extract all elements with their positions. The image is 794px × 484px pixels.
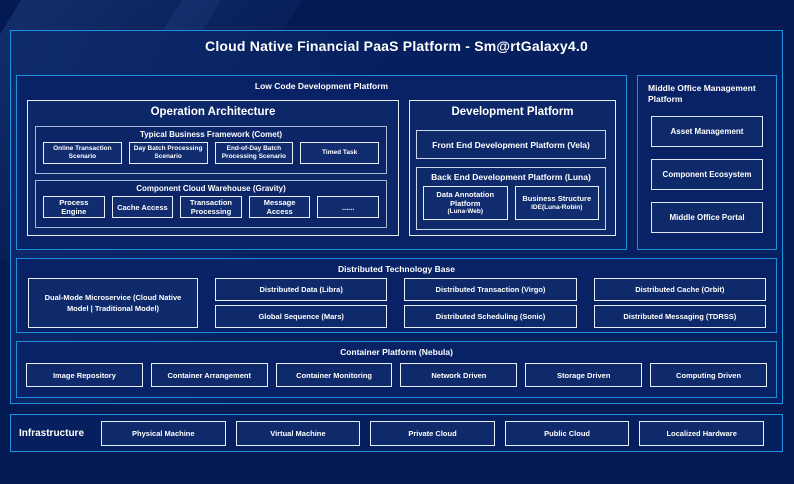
front-end-development-platform-box: Front End Development Platform (Vela) xyxy=(416,130,606,159)
page-title: Cloud Native Financial PaaS Platform - S… xyxy=(205,38,588,54)
data-annotation-platform-sublabel: (Luna-Web) xyxy=(447,208,484,216)
low-code-development-platform-panel: Low Code Development Platform Operation … xyxy=(16,75,627,250)
business-structure-ide-label: Business Structure xyxy=(522,194,592,204)
middle-office-items-list: Asset Management Component Ecosystem Mid… xyxy=(638,106,776,233)
container-monitoring-box: Container Monitoring xyxy=(275,363,393,387)
process-engine-box: Process Engine xyxy=(43,196,105,218)
physical-machine-box: Physical Machine xyxy=(101,420,226,446)
distributed-cache-box: Distributed Cache (Orbit) xyxy=(593,278,766,301)
container-platform-panel: Container Platform (Nebula) Image Reposi… xyxy=(16,341,777,398)
distributed-technology-base-panel: Distributed Technology Base Dual-Mode Mi… xyxy=(16,258,777,333)
back-end-development-platform-label: Back End Development Platform (Luna) xyxy=(431,172,591,182)
business-structure-ide-box: Business Structure IDE(Luna-Robin) xyxy=(514,186,599,220)
global-sequence-box: Global Sequence (Mars) xyxy=(215,305,388,328)
distributed-items-grid: Dual-Mode Microservice (Cloud Native Mod… xyxy=(28,278,766,328)
transaction-processing-box: Transaction Processing xyxy=(180,196,242,218)
container-items-row: Image Repository Container Arrangement C… xyxy=(17,363,776,387)
operation-architecture-box: Operation Architecture Typical Business … xyxy=(27,100,399,236)
network-driven-box: Network Driven xyxy=(400,363,518,387)
business-structure-ide-sublabel: IDE(Luna-Robin) xyxy=(531,203,583,211)
distributed-technology-base-label: Distributed Technology Base xyxy=(338,264,455,274)
typical-business-items-row: Online Transaction Scenario Day Batch Pr… xyxy=(36,142,386,164)
private-cloud-box: Private Cloud xyxy=(370,420,495,446)
message-access-box: Message Access xyxy=(248,196,311,218)
container-platform-label: Container Platform (Nebula) xyxy=(340,347,453,357)
middle-office-platform-label: Middle Office Management Platform xyxy=(648,83,756,105)
component-ecosystem-box: Component Ecosystem xyxy=(651,158,763,190)
data-annotation-platform-box: Data Annotation Platform (Luna-Web) xyxy=(423,186,508,220)
infrastructure-items-row: Physical Machine Virtual Machine Private… xyxy=(101,420,764,446)
back-end-items-row: Data Annotation Platform (Luna-Web) Busi… xyxy=(417,186,605,220)
distributed-scheduling-box: Distributed Scheduling (Sonic) xyxy=(404,305,577,328)
localized-hardware-box: Localized Hardware xyxy=(639,420,764,446)
distributed-transaction-box: Distributed Transaction (Virgo) xyxy=(404,278,577,301)
low-code-platform-label: Low Code Development Platform xyxy=(254,81,389,91)
operation-architecture-title: Operation Architecture xyxy=(150,106,276,118)
cache-access-box: Cache Access xyxy=(111,196,174,218)
back-end-development-platform-box: Back End Development Platform (Luna) Dat… xyxy=(416,167,606,230)
typical-business-framework-box: Typical Business Framework (Comet) Onlin… xyxy=(35,126,387,174)
distributed-data-box: Distributed Data (Libra) xyxy=(215,278,388,301)
timed-task-box: Timed Task xyxy=(300,142,379,164)
public-cloud-box: Public Cloud xyxy=(504,420,630,446)
typical-business-framework-label: Typical Business Framework (Comet) xyxy=(139,130,283,139)
asset-management-box: Asset Management xyxy=(651,115,763,147)
data-annotation-platform-label: Data Annotation Platform xyxy=(436,189,495,208)
distributed-messaging-box: Distributed Messaging (TDRSS) xyxy=(593,305,766,328)
online-transaction-scenario-box: Online Transaction Scenario xyxy=(43,142,122,164)
image-repository-box: Image Repository xyxy=(26,363,143,387)
development-platform-title: Development Platform xyxy=(451,106,574,118)
component-cloud-warehouse-label: Component Cloud Warehouse (Gravity) xyxy=(136,184,286,193)
virtual-machine-box: Virtual Machine xyxy=(235,420,361,446)
warehouse-items-row: Process Engine Cache Access Transaction … xyxy=(36,196,386,218)
computing-driven-box: Computing Driven xyxy=(650,363,767,387)
dual-mode-microservice-box: Dual-Mode Microservice (Cloud Native Mod… xyxy=(28,278,198,328)
development-platform-box: Development Platform Front End Developme… xyxy=(409,100,616,236)
day-batch-processing-scenario-box: Day Batch Processing Scenario xyxy=(128,142,208,164)
ellipsis-box: ...... xyxy=(317,196,379,218)
infrastructure-label: Infrastructure xyxy=(19,427,85,439)
end-of-day-batch-processing-scenario-box: End-of-Day Batch Processing Scenario xyxy=(214,142,294,164)
main-diagram-panel: Cloud Native Financial PaaS Platform - S… xyxy=(10,30,783,404)
middle-office-management-platform-panel: Middle Office Management Platform Asset … xyxy=(637,75,777,250)
middle-office-portal-box: Middle Office Portal xyxy=(651,201,763,233)
storage-driven-box: Storage Driven xyxy=(525,363,643,387)
container-arrangement-box: Container Arrangement xyxy=(150,363,268,387)
infrastructure-panel: Infrastructure Physical Machine Virtual … xyxy=(10,414,783,452)
component-cloud-warehouse-box: Component Cloud Warehouse (Gravity) Proc… xyxy=(35,180,387,228)
